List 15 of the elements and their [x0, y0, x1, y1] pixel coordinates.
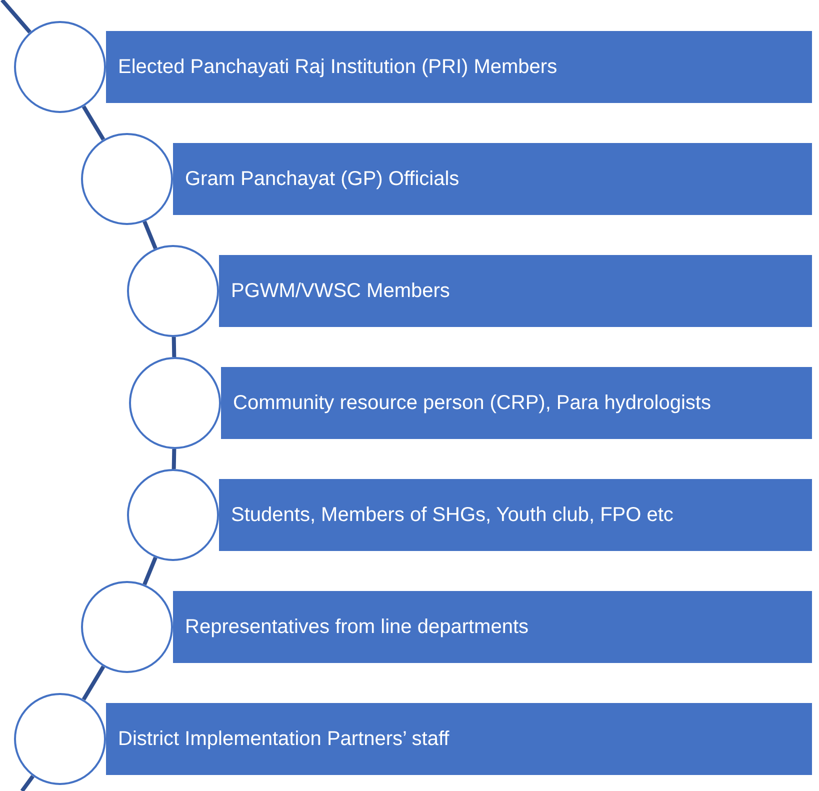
connector-line [82, 665, 106, 701]
connector-line [172, 336, 176, 358]
list-bar: District Implementation Partners’ staff [106, 703, 812, 775]
list-bar: PGWM/VWSC Members [219, 255, 812, 327]
connector-line [20, 774, 34, 791]
list-bar: Community resource person (CRP), Para hydrologists [221, 367, 812, 439]
connector-line [142, 556, 158, 586]
connector-line [0, 0, 32, 34]
list-bar: Elected Panchayati Raj Institution (PRI) Members [106, 31, 812, 103]
list-bar: Gram Panchayat (GP) Officials [173, 143, 812, 215]
list-bar: Representatives from line departments [173, 591, 812, 663]
connector-line [172, 448, 176, 470]
list-bar: Students, Members of SHGs, Youth club, FPO etc [219, 479, 812, 551]
connector-line [142, 220, 158, 250]
connector-line [82, 105, 106, 141]
